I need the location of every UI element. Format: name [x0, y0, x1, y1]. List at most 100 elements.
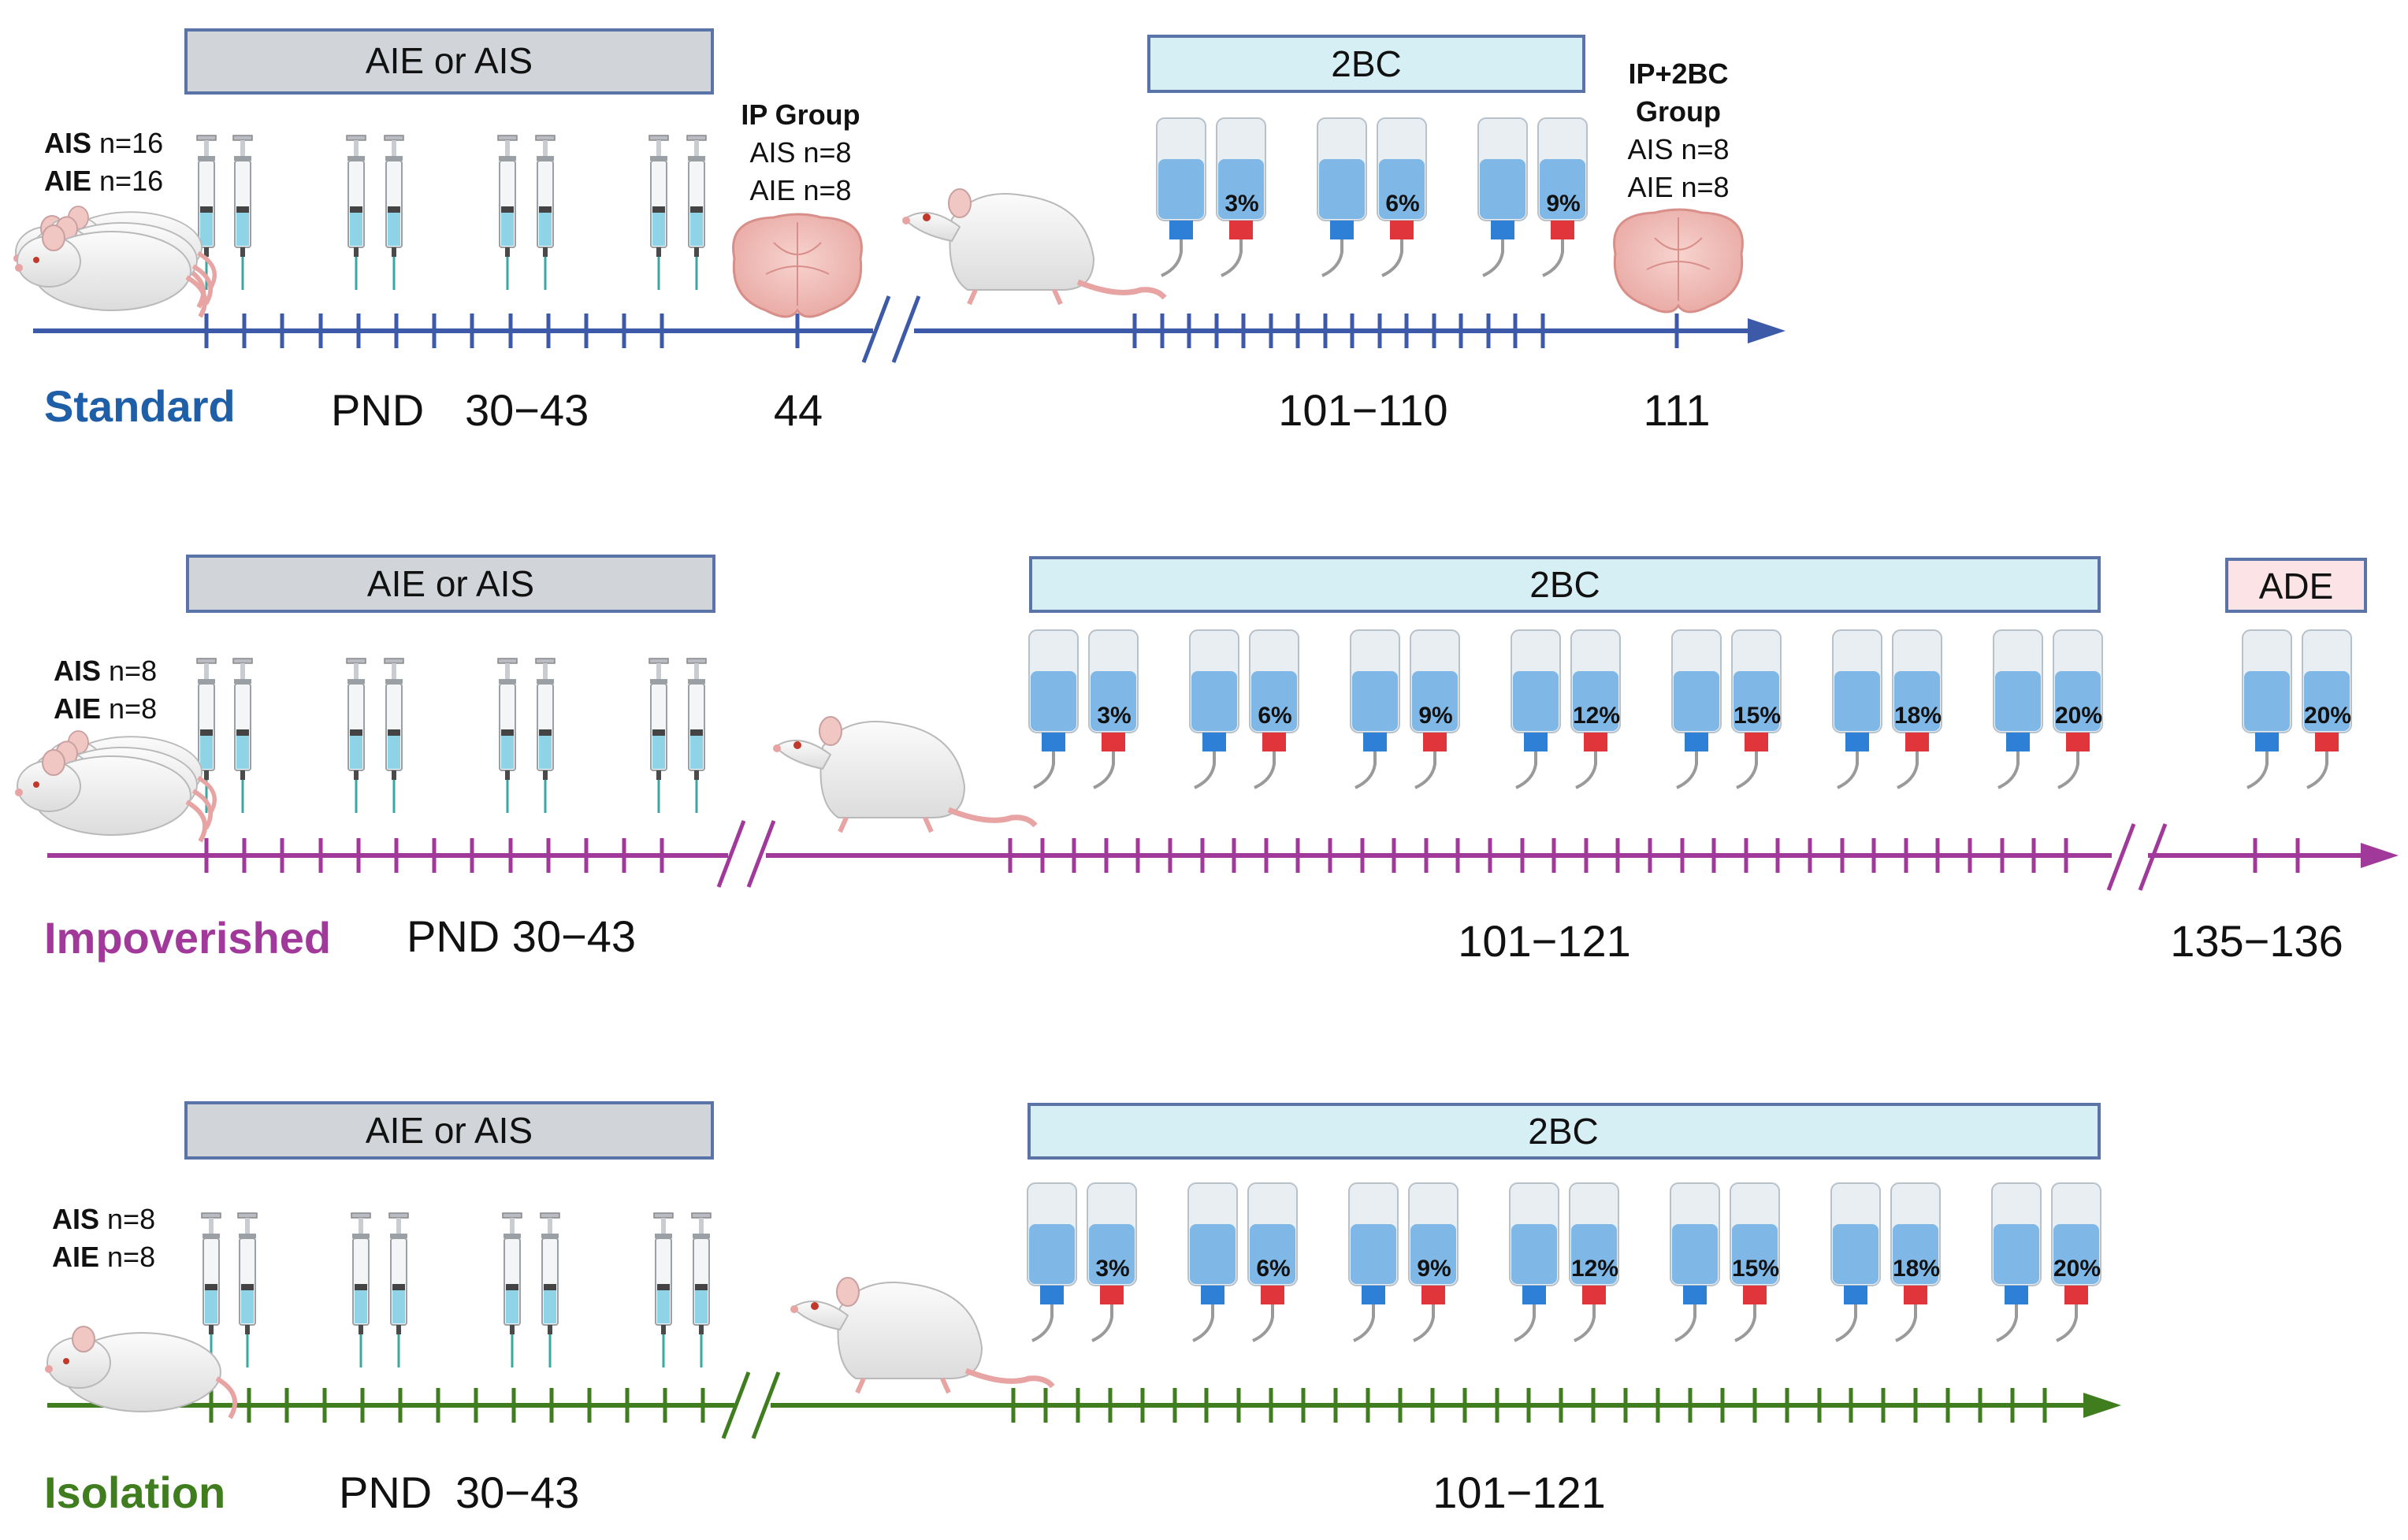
ethanol-percent-label: 18% [1893, 1256, 1940, 1282]
isolation-timeline [47, 1371, 2121, 1439]
water-bottle-icon [1028, 629, 1079, 789]
ethanol-percent-label: 3% [1095, 1256, 1129, 1282]
time-break-mark [721, 1371, 751, 1439]
brain-slice-icon [1613, 208, 1744, 314]
syringe-icon [201, 1212, 221, 1367]
syringe-icon [232, 135, 253, 290]
ethanol-percent-label: 12% [1571, 1256, 1618, 1282]
pnd-range-30-43: PND 30−43 [407, 911, 636, 961]
ip2bc-group-aie: AIE n=8 [1627, 171, 1729, 203]
pnd-44: 44 [774, 385, 823, 435]
water-bottle-icon [1509, 1182, 1559, 1342]
impoverished-timeline [47, 820, 2399, 891]
water-bottle-icon [2242, 629, 2292, 789]
ethanol-bottle-icon [1216, 117, 1266, 277]
brain-slice-icon [732, 213, 863, 318]
ethanol-percent-label: 15% [1732, 1256, 1779, 1282]
ethanol-bottle-icon [1731, 629, 1782, 789]
ethanol-percent-label: 9% [1546, 191, 1580, 217]
two-bottle-choice-box [1027, 1103, 2101, 1160]
syringe-icon [384, 135, 404, 290]
pnd-range-135-136: 135−136 [2170, 916, 2343, 966]
syringe-icon [384, 658, 404, 813]
ethanol-bottle-icon [1088, 629, 1139, 789]
time-break-mark [2106, 823, 2136, 891]
ethanol-bottle-icon [1570, 629, 1621, 789]
adult-rat-icon [773, 716, 1038, 833]
time-break-mark [861, 295, 891, 363]
aie-ais-box-label: AIE or AIS [366, 40, 533, 81]
ade-box-label: ADE [2259, 566, 2334, 607]
syringe-icon [388, 1212, 409, 1367]
ethanol-bottle-icon [1087, 1182, 1137, 1342]
ip2bc-group-title-2: Group [1636, 95, 1721, 128]
pnd-range-101-121: 101−121 [1433, 1468, 1606, 1517]
syringe-icon [502, 1212, 522, 1367]
adult-rat-icon [790, 1277, 1055, 1394]
water-bottle-icon [1187, 1182, 1238, 1342]
syringe-icon [535, 658, 556, 813]
ais-count: AIS n=16 [44, 127, 163, 159]
impoverished-label: Impoverished [44, 913, 331, 963]
water-bottle-icon [1027, 1182, 1077, 1342]
two-bottle-choice-box [1029, 556, 2101, 613]
aie-count: AIE n=16 [44, 165, 163, 197]
ethanol-bottle-icon [2053, 629, 2103, 789]
ethanol-bottle-icon [1730, 1182, 1780, 1342]
pnd-range-101-110: 101−110 [1278, 385, 1447, 435]
water-bottle-icon [1348, 1182, 1399, 1342]
aie-ais-box [186, 555, 715, 613]
aie-ais-box [184, 1101, 714, 1160]
ethanol-bottle-icon [1408, 1182, 1459, 1342]
impoverished-row: AIE or AIS 2BC ADE AIS n=8 AIE n=8 Impov… [44, 555, 2399, 966]
ethanol-bottle-icon [1410, 629, 1460, 789]
water-bottle-icon [1993, 629, 2043, 789]
pnd-label: PND [339, 1468, 432, 1517]
ethanol-bottle-icon [1890, 1182, 1941, 1342]
ethanol-percent-label: 3% [1097, 703, 1131, 729]
syringe-icon [497, 135, 518, 290]
ethanol-percent-label: 18% [1894, 703, 1942, 729]
ethanol-percent-label: 20% [2055, 703, 2102, 729]
standard-label: Standard [44, 381, 236, 431]
syringe-icon [540, 1212, 560, 1367]
aie-ais-box-label: AIE or AIS [367, 563, 534, 604]
syringe-icon [351, 1212, 371, 1367]
ip-group-title: IP Group [741, 98, 860, 131]
pnd-label: PND [331, 385, 424, 435]
syringe-icon [691, 1212, 712, 1367]
ethanol-bottle-icon [1537, 117, 1588, 277]
aie-count: AIE n=8 [54, 692, 157, 725]
ais-count: AIS n=8 [54, 655, 157, 687]
water-bottle-icon [1189, 629, 1239, 789]
juvenile-rats-group [15, 731, 214, 841]
ethanol-bottle-icon [1247, 1182, 1298, 1342]
ethanol-percent-label: 6% [1258, 703, 1291, 729]
ethanol-percent-label: 9% [1417, 1256, 1451, 1282]
ethanol-bottle-icon [1892, 629, 1942, 789]
timeline-arrowhead [1748, 318, 1786, 343]
standard-row: AIE or AIS 2BC AIS n=16 AIE n=16 IP Grou… [13, 28, 1786, 435]
two-bottle-choice-label: 2BC [1331, 43, 1401, 84]
isolation-row: AIE or AIS 2BC AIS n=8 AIE n=8 Isolation… [44, 1101, 2121, 1517]
standard-timeline [33, 295, 1786, 363]
aie-ais-box-label: AIE or AIS [366, 1110, 533, 1151]
ethanol-bottle-icon [2051, 1182, 2101, 1342]
aie-count: AIE n=8 [52, 1241, 155, 1273]
two-bottle-choice-box [1147, 35, 1585, 93]
ethanol-percent-label: 9% [1418, 703, 1452, 729]
two-bottle-choice-label: 2BC [1529, 564, 1600, 605]
ethanol-bottle-icon [1377, 117, 1427, 277]
timeline-arrowhead [2083, 1393, 2121, 1418]
syringe-icon [686, 135, 707, 290]
syringe-icon [237, 1212, 258, 1367]
water-bottle-icon [1671, 629, 1722, 789]
pnd-range-30-43: 30−43 [465, 385, 589, 435]
water-bottle-icon [1156, 117, 1206, 277]
time-break-mark [2138, 823, 2168, 891]
syringe-icon [346, 658, 366, 813]
ip2bc-group-ais: AIS n=8 [1627, 133, 1729, 165]
aie-ais-box [184, 28, 714, 95]
ade-percent-label: 20% [2304, 703, 2351, 729]
